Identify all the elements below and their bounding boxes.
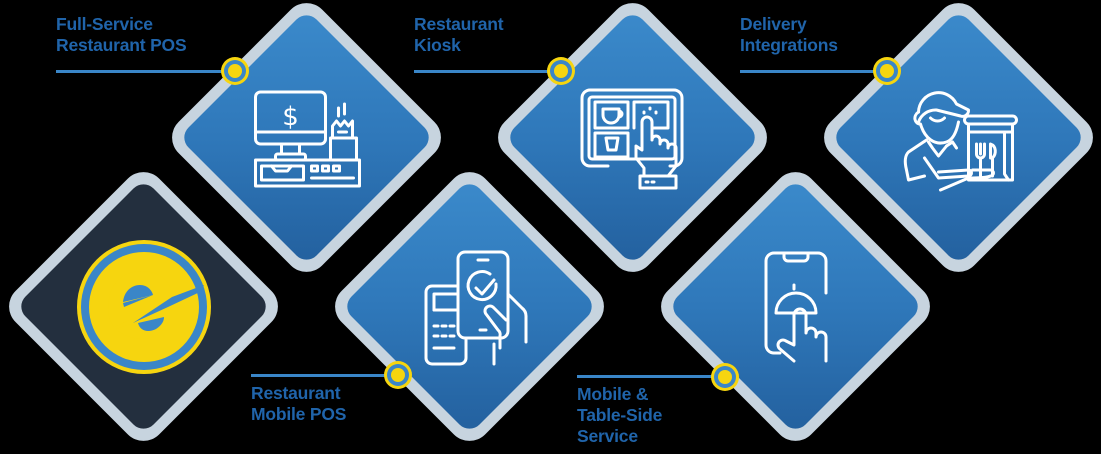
connector-line-mobile-table-side	[577, 375, 724, 378]
svg-text:$: $	[282, 102, 299, 132]
feature-label-delivery-integrations: Delivery Integrations	[740, 14, 838, 55]
delivery-person-icon	[896, 82, 1021, 194]
brand-logo-tile	[0, 162, 288, 451]
connector-dot-delivery-integrations	[873, 57, 901, 85]
feature-tile-mobile-table-side	[651, 162, 940, 451]
feature-tile-delivery-integrations	[814, 0, 1101, 282]
feature-tile-restaurant-mobile-pos	[325, 162, 614, 451]
connector-dot-mobile-table-side	[711, 363, 739, 391]
feature-label-restaurant-mobile-pos: Restaurant Mobile POS	[251, 383, 347, 424]
connector-line-restaurant-mobile-pos	[251, 374, 397, 377]
touch-kiosk-icon	[578, 88, 688, 200]
feature-tile-full-service-pos: $	[162, 0, 451, 282]
feature-tile-restaurant-kiosk	[488, 0, 777, 282]
pos-register-icon: $	[249, 88, 364, 188]
connector-line-restaurant-kiosk	[414, 70, 560, 73]
feature-label-mobile-table-side: Mobile & Table-Side Service	[577, 384, 663, 446]
connector-dot-full-service-pos	[221, 57, 249, 85]
connector-dot-restaurant-mobile-pos	[384, 361, 412, 389]
mobile-serving-icon	[760, 249, 836, 365]
connector-line-delivery-integrations	[740, 70, 886, 73]
brand-e-logo-icon	[76, 239, 212, 375]
feature-label-full-service-pos: Full-Service Restaurant POS	[56, 14, 187, 55]
connector-line-full-service-pos	[56, 70, 234, 73]
feature-label-restaurant-kiosk: Restaurant Kiosk	[414, 14, 504, 55]
connector-dot-restaurant-kiosk	[547, 57, 575, 85]
mobile-payment-icon	[420, 248, 536, 366]
